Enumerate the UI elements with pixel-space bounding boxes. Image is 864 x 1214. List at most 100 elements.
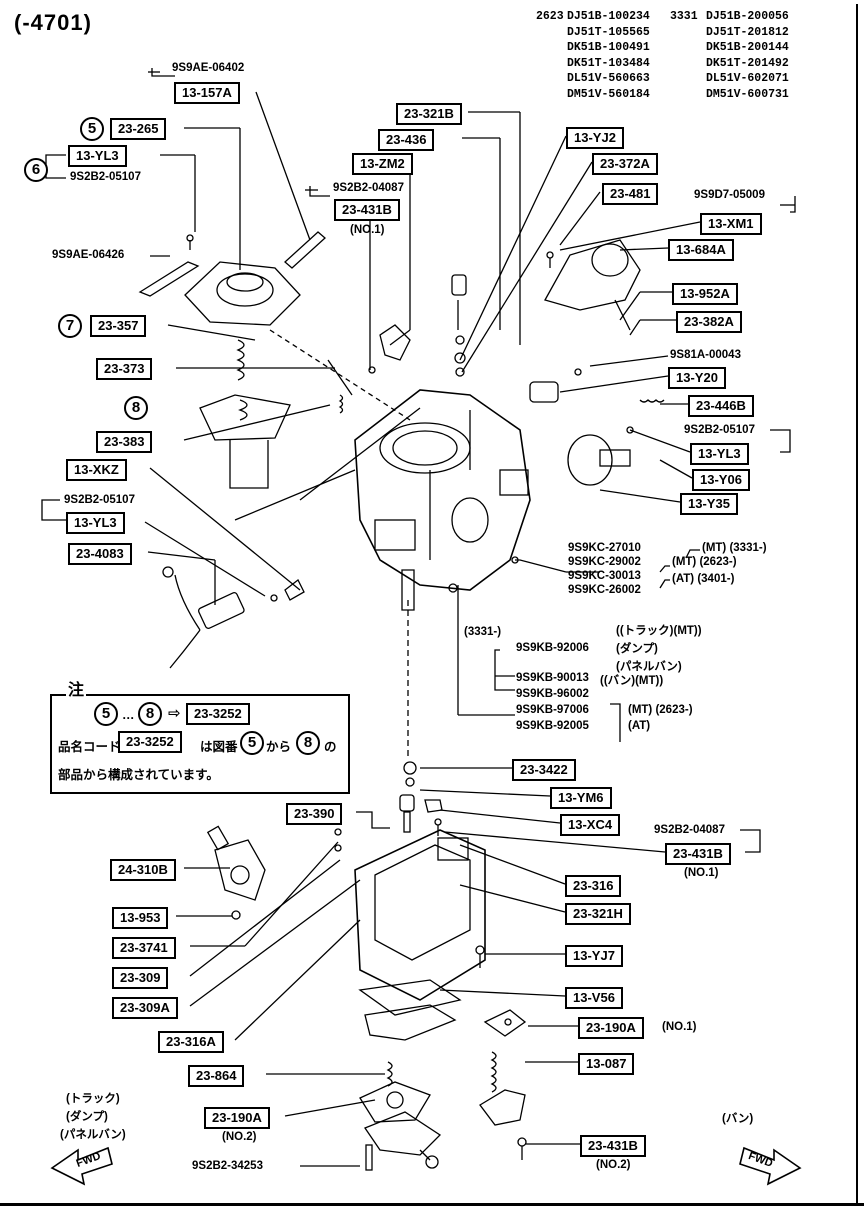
serial-item: DM51V-560184 (567, 87, 650, 101)
part-box[interactable]: 24-310B (110, 859, 176, 881)
part-box[interactable]: 23-190A (204, 1107, 270, 1129)
note-text: から (266, 740, 292, 754)
frame (4, 4, 858, 1204)
part-box[interactable]: 13-Y06 (692, 469, 750, 491)
part-label[interactable]: 9S9KB-96002 (516, 688, 589, 700)
part-label[interactable]: 9S9KB-92005 (516, 720, 589, 732)
part-box[interactable]: 13-Y20 (668, 367, 726, 389)
part-note: (AT) (628, 720, 651, 732)
part-note: (NO.1) (350, 224, 385, 236)
part-box[interactable]: 23-481 (602, 183, 659, 205)
serial-item: DJ51T-201812 (706, 25, 789, 39)
serial-item: DK51B-200144 (706, 41, 789, 54)
part-box[interactable]: 23-864 (188, 1065, 245, 1087)
part-box[interactable]: 23-357 (90, 315, 147, 337)
part-note: (NO.2) (596, 1159, 631, 1171)
part-box[interactable]: 23-373 (96, 358, 153, 380)
part-box[interactable]: 13-952A (672, 283, 738, 305)
part-box[interactable]: 23-316A (158, 1031, 224, 1053)
part-note: (NO.1) (684, 867, 719, 879)
part-box[interactable]: 23-321H (565, 903, 631, 925)
circled-number: 8 (296, 731, 320, 755)
part-note: (AT) (3401-) (672, 573, 735, 585)
note-text: は図番 (200, 740, 238, 754)
part-box[interactable]: 13-YL3 (690, 443, 749, 465)
part-box[interactable]: 13-953 (112, 907, 169, 929)
part-label[interactable]: 9S2B2-34253 (192, 1160, 263, 1172)
part-box[interactable]: 23-316 (565, 875, 622, 897)
part-label[interactable]: 9S2B2-05107 (64, 494, 135, 506)
serial-item: DJ51T-105565 (567, 25, 650, 39)
part-label[interactable]: 9S9KC-30013 (568, 570, 641, 582)
part-box[interactable]: 23-383 (96, 431, 153, 453)
part-label[interactable]: 9S9KB-97006 (516, 704, 589, 716)
part-box[interactable]: 23-431B (580, 1135, 646, 1157)
part-label[interactable]: 9S9KB-92006 (516, 642, 589, 654)
part-box[interactable]: 13-157A (174, 82, 240, 104)
part-label[interactable]: 9S9KC-29002 (568, 556, 641, 568)
part-note: (NO.2) (222, 1131, 257, 1143)
part-box[interactable]: 23-4083 (68, 543, 132, 565)
part-label[interactable]: 9S9D7-05009 (694, 189, 765, 201)
part-box[interactable]: 23-3252 (118, 731, 182, 753)
part-box[interactable]: 13-XM1 (700, 213, 762, 235)
part-box[interactable]: 13-YL3 (68, 145, 127, 167)
part-box[interactable]: 23-382A (676, 311, 742, 333)
part-box[interactable]: 23-436 (378, 129, 435, 151)
part-box[interactable]: 13-YL3 (66, 512, 125, 534)
variant-label: (ダンプ) (66, 1111, 108, 1123)
part-box[interactable]: 23-390 (286, 803, 343, 825)
part-note: (MT) (3331-) (702, 542, 767, 554)
serial-item: DL51V-602071 (706, 72, 789, 85)
part-note: (パネルバン) (616, 661, 682, 673)
variant-label: (バン) (722, 1113, 754, 1125)
note-text: の (324, 740, 337, 754)
part-label[interactable]: 9S9KC-27010 (568, 542, 641, 554)
part-box[interactable]: 23-3741 (112, 937, 176, 959)
part-box[interactable]: 13-YM6 (550, 787, 612, 809)
part-box[interactable]: 23-3252 (186, 703, 250, 725)
part-box[interactable]: 13-087 (578, 1053, 635, 1075)
part-box[interactable]: 13-YJ7 (565, 945, 623, 967)
part-box[interactable]: 23-446B (688, 395, 754, 417)
assembly-note-box (50, 694, 350, 794)
part-box[interactable]: 23-431B (334, 199, 400, 221)
circled-number: 5 (94, 702, 118, 726)
part-box[interactable]: 23-190A (578, 1017, 644, 1039)
circled-number: 7 (58, 314, 82, 338)
part-box[interactable]: 23-265 (110, 118, 167, 140)
part-box[interactable]: 13-XKZ (66, 459, 127, 481)
serial-group-2623: 2623 (536, 10, 564, 23)
part-box[interactable]: 23-431B (665, 843, 731, 865)
part-label[interactable]: 9S2B2-05107 (684, 424, 755, 436)
serial-item: DK51T-103484 (567, 56, 650, 70)
note-text: 品名コード (58, 740, 121, 754)
part-box[interactable]: 13-XC4 (560, 814, 621, 836)
part-box[interactable]: 23-309A (112, 997, 178, 1019)
serial-item: DL51V-560663 (567, 72, 650, 85)
part-note: (MT) (2623-) (628, 704, 693, 716)
part-box[interactable]: 13-684A (668, 239, 734, 261)
part-box[interactable]: 23-372A (592, 153, 658, 175)
part-box[interactable]: 23-309 (112, 967, 169, 989)
part-label[interactable]: 9S2B2-04087 (333, 182, 404, 194)
part-box[interactable]: 13-V56 (565, 987, 623, 1009)
part-label[interactable]: 9S9AE-06426 (52, 249, 125, 261)
part-box[interactable]: 23-3422 (512, 759, 576, 781)
part-label[interactable]: 9S9AE-06402 (172, 62, 245, 74)
part-label[interactable]: 9S2B2-04087 (654, 824, 725, 836)
part-box[interactable]: 23-321B (396, 103, 462, 125)
part-label[interactable]: 9S9KC-26002 (568, 584, 641, 596)
circled-number: 8 (138, 702, 162, 726)
serial-list-3331: DJ51B-200056 DJ51T-201812 DK51B-200144 D… (706, 9, 789, 102)
bottom-rule (0, 1203, 864, 1206)
part-box[interactable]: 13-Y35 (680, 493, 738, 515)
part-note: ((トラック)(MT)) (616, 625, 702, 637)
serial-group-3331: 3331 (670, 10, 698, 23)
part-box[interactable]: 13-YJ2 (566, 127, 624, 149)
part-box[interactable]: 13-ZM2 (352, 153, 413, 175)
part-label[interactable]: 9S81A-00043 (670, 349, 741, 361)
part-label[interactable]: 9S9KB-90013 (516, 672, 589, 684)
part-label[interactable]: 9S2B2-05107 (70, 171, 141, 183)
